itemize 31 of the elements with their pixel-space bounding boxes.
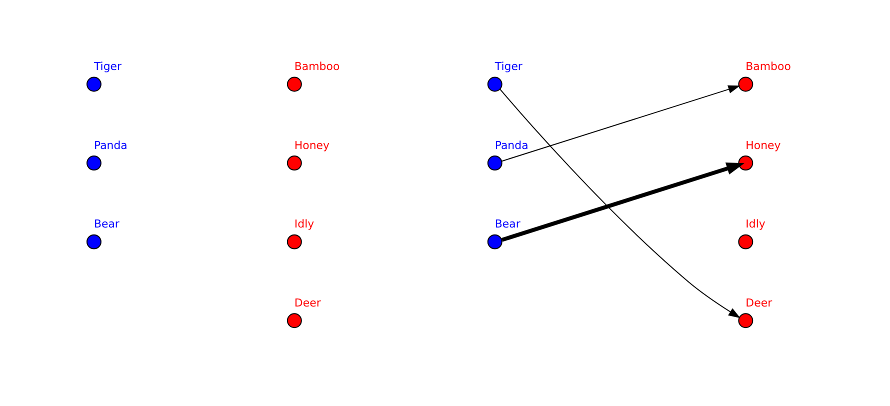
node-label: Bear	[94, 218, 120, 231]
node-circle	[286, 313, 302, 328]
node-label: Honey	[746, 138, 781, 152]
node-circle	[86, 156, 102, 171]
node-circle	[286, 76, 302, 92]
node-label: Panda	[94, 138, 128, 152]
node-label: Bear	[494, 218, 520, 231]
node-label: Bamboo	[746, 60, 791, 74]
node-label: Bamboo	[294, 60, 340, 74]
node-circle	[487, 156, 502, 171]
arrow	[501, 162, 744, 242]
node-label: Deer	[294, 296, 321, 310]
node-circle	[738, 156, 754, 171]
node-circle	[738, 76, 754, 92]
node-label: Panda	[494, 138, 528, 152]
node-label: Idly	[746, 218, 766, 231]
arrow	[500, 88, 740, 318]
node-circle	[286, 234, 302, 250]
node-label: Deer	[746, 296, 772, 310]
node-circle	[738, 313, 754, 328]
node-label: Tiger	[94, 60, 122, 74]
node-circle	[738, 234, 754, 250]
node-circle	[86, 76, 102, 92]
node-label: Honey	[294, 138, 330, 152]
node-circle	[286, 156, 302, 171]
node-label: Idly	[294, 218, 314, 231]
arrow	[502, 85, 740, 162]
node-circle	[86, 234, 102, 250]
node-circle	[487, 234, 502, 250]
node-label: Tiger	[494, 60, 522, 74]
node-circle	[487, 76, 502, 92]
